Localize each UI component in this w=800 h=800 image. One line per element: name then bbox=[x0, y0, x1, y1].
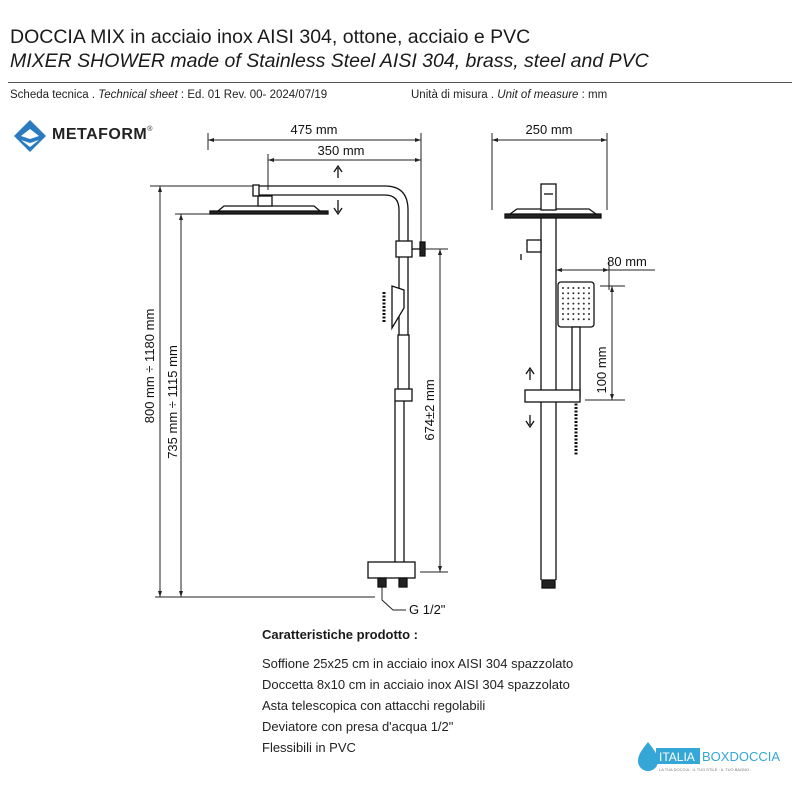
brand-part2: BOXDOCCIA bbox=[702, 749, 780, 764]
dim-475-label: 475 mm bbox=[291, 122, 338, 137]
nozzle-dot bbox=[577, 318, 580, 321]
unit-of-measure-info: Unità di misura . Unit of measure : mm bbox=[411, 89, 608, 101]
dim-674-label: 674±2 mm bbox=[422, 379, 437, 440]
brand-part1: ITALIA bbox=[659, 750, 695, 764]
nozzle-dot bbox=[567, 318, 570, 321]
nozzle-dot bbox=[588, 297, 590, 300]
feature-item: Soffione 25x25 cm in acciaio inox AISI 3… bbox=[262, 656, 574, 671]
nozzle-dot bbox=[582, 297, 585, 300]
nozzle-dot bbox=[572, 297, 575, 300]
nozzle-dot bbox=[577, 287, 580, 289]
nozzle-dot bbox=[588, 307, 590, 310]
nozzle-dot bbox=[582, 292, 585, 295]
nozzle-dot bbox=[577, 302, 580, 305]
nozzle-dot bbox=[588, 302, 590, 305]
nozzle-dot bbox=[572, 302, 575, 305]
nozzle-dot bbox=[562, 287, 564, 289]
nozzle-dot bbox=[588, 287, 590, 289]
title-english: MIXER SHOWER made of Stainless Steel AIS… bbox=[10, 50, 649, 72]
thread-label: G 1/2" bbox=[409, 602, 446, 617]
nozzle-dot bbox=[572, 287, 575, 289]
features-title: Caratteristiche prodotto : bbox=[262, 627, 419, 642]
dim-100-label: 100 mm bbox=[594, 347, 609, 394]
front-view-shower-column bbox=[209, 164, 426, 588]
nozzle-dot bbox=[582, 287, 585, 289]
nozzle-dot bbox=[572, 307, 575, 310]
dim-350-label: 350 mm bbox=[318, 143, 365, 158]
nozzle-dot bbox=[572, 318, 575, 321]
nozzle-dot bbox=[572, 292, 575, 295]
nozzle-dot bbox=[582, 313, 585, 315]
nozzle-dot bbox=[562, 297, 564, 300]
nozzle-dot bbox=[577, 297, 580, 300]
feature-item: Asta telescopica con attacchi regolabili bbox=[262, 698, 486, 713]
nozzle-dot bbox=[582, 307, 585, 310]
dim-height-label: 800 mm ÷ 1180 mm bbox=[142, 309, 157, 424]
dim-250-label: 250 mm bbox=[526, 122, 573, 137]
technical-sheet-info: Scheda tecnica . Technical sheet : Ed. 0… bbox=[10, 89, 328, 101]
nozzle-dot bbox=[567, 297, 570, 300]
metaform-logo-text: METAFORM® bbox=[52, 126, 153, 143]
nozzle-dot bbox=[577, 292, 580, 295]
nozzle-dot bbox=[582, 318, 585, 321]
feature-item: Doccetta 8x10 cm in acciaio inox AISI 30… bbox=[262, 677, 570, 692]
nozzle-dot bbox=[567, 313, 570, 315]
nozzle-dot bbox=[562, 313, 564, 315]
nozzle-dot bbox=[588, 318, 590, 321]
feature-item: Flessibili in PVC bbox=[262, 740, 356, 755]
hand-shower-nozzles bbox=[562, 287, 590, 321]
title-italian: DOCCIA MIX in acciaio inox AISI 304, ott… bbox=[10, 26, 531, 48]
nozzle-dot bbox=[562, 292, 564, 295]
nozzle-dot bbox=[567, 287, 570, 289]
nozzle-dot bbox=[577, 313, 580, 315]
nozzle-dot bbox=[567, 292, 570, 295]
nozzle-dot bbox=[562, 302, 564, 305]
side-view-shower-column bbox=[504, 183, 602, 589]
nozzle-dot bbox=[588, 292, 590, 295]
nozzle-dot bbox=[588, 313, 590, 315]
nozzle-dot bbox=[567, 307, 570, 310]
dim-80-label: 80 mm bbox=[607, 254, 647, 269]
header-divider bbox=[8, 82, 792, 83]
brand-tagline: LA TUA DOCCIA · IL TUO STILE · IL TUO BA… bbox=[659, 767, 749, 772]
nozzle-dot bbox=[567, 302, 570, 305]
nozzle-dot bbox=[577, 307, 580, 310]
metaform-diamond-icon bbox=[14, 120, 46, 152]
italiaboxdoccia-logo: ITALIA BOXDOCCIA LA TUA DOCCIA · IL TUO … bbox=[638, 742, 780, 772]
dimension-ticks bbox=[158, 138, 614, 597]
nozzle-dot bbox=[562, 318, 564, 321]
nozzle-dot bbox=[572, 313, 575, 315]
water-drop-icon bbox=[638, 742, 658, 771]
nozzle-dot bbox=[562, 307, 564, 310]
dim-height-inner-label: 735 mm ÷ 1115 mm bbox=[165, 345, 180, 459]
nozzle-dot bbox=[582, 302, 585, 305]
feature-item: Deviatore con presa d'acqua 1/2" bbox=[262, 719, 454, 734]
